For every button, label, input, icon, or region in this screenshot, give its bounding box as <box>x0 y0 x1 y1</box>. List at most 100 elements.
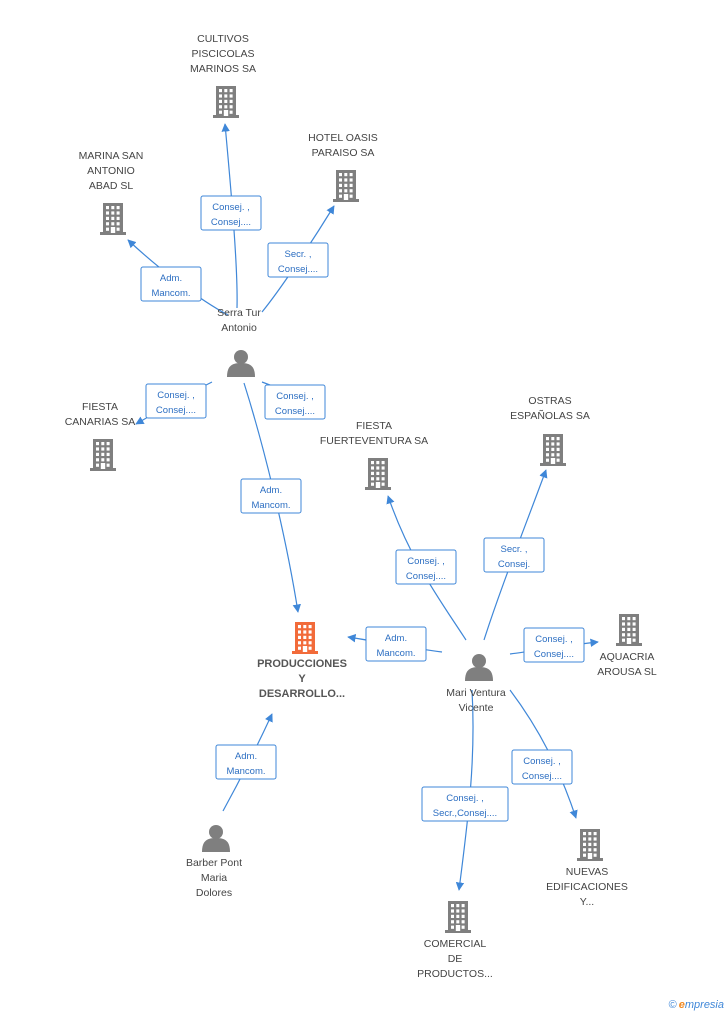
node-label: PRODUCTOS... <box>417 968 493 980</box>
edge-label-mari-ostras[interactable]: Secr. , Consej. <box>483 537 545 573</box>
building-icon <box>90 439 116 471</box>
edge-label-text: Consej.... <box>534 649 574 660</box>
node-aquacria[interactable]: AQUACRIA AROUSA SL <box>597 614 657 678</box>
person-icon <box>227 350 255 377</box>
node-label: Y <box>298 673 306 685</box>
edge-label-barber-producciones[interactable]: Adm.Mancom. <box>215 744 277 780</box>
node-nuevas[interactable]: NUEVAS EDIFICACIONES Y... <box>546 829 628 908</box>
edge-label-text: Consej.... <box>275 406 315 417</box>
node-label: FIESTA <box>82 401 118 413</box>
brand-logo-e: e <box>678 999 685 1011</box>
building-icon <box>577 829 603 861</box>
node-label: DESARROLLO... <box>259 688 345 700</box>
node-label: FIESTA <box>356 420 392 432</box>
node-label: Antonio <box>221 322 257 334</box>
node-label: ABAD SL <box>89 180 134 192</box>
edge-label-text: Adm. <box>385 633 407 644</box>
node-label: EDIFICACIONES <box>546 881 628 893</box>
node-marina[interactable]: MARINA SAN ANTONIO ABAD SL <box>79 150 144 235</box>
node-label: AQUACRIA <box>600 651 655 663</box>
node-label: CULTIVOS <box>197 33 249 45</box>
edge-label-serra-fuerteventura[interactable]: Consej. , Consej.... <box>264 384 326 420</box>
building-icon <box>445 901 471 933</box>
node-producciones[interactable]: PRODUCCIONES Y DESARROLLO... <box>257 622 347 700</box>
edge-label-serra-marina[interactable]: Adm. Mancom. <box>140 266 202 302</box>
building-icon <box>333 170 359 202</box>
node-label: Mari Ventura <box>446 687 506 699</box>
node-ostras[interactable]: OSTRAS ESPAÑOLAS SA <box>510 395 590 466</box>
edge-label-text: Consej. <box>498 559 530 570</box>
edge-label-text: Consej.... <box>406 571 446 582</box>
edge-label-text: Consej.... <box>211 217 251 228</box>
edge-label-mari-fuerteventura[interactable]: Consej. , Consej.... <box>395 549 457 585</box>
node-label: NUEVAS <box>566 866 608 878</box>
building-icon <box>100 203 126 235</box>
node-label: ESPAÑOLAS SA <box>510 409 590 422</box>
node-hotel[interactable]: HOTEL OASIS PARAISO SA <box>308 132 378 202</box>
edge-label-text: Adm. <box>160 273 182 284</box>
building-icon <box>292 622 318 654</box>
edge-label-mari-comercial[interactable]: Consej. , Secr.,Consej.... <box>421 786 509 822</box>
node-cultivos[interactable]: CULTIVOS PISCICOLAS MARINOS SA <box>190 33 256 118</box>
edge-label-text: Consej.... <box>156 405 196 416</box>
building-icon <box>540 434 566 466</box>
edge-label-text: Consej. , <box>276 391 314 402</box>
edge-label-text: Consej. , <box>446 793 484 804</box>
copyright-icon: © <box>668 999 677 1011</box>
person-icon <box>465 654 493 681</box>
edge-label-text: Consej. , <box>407 556 445 567</box>
edge-label-mari-nuevas[interactable]: Consej. , Consej.... <box>511 749 573 785</box>
edge-label-text: Adm. <box>260 485 282 496</box>
node-label: Dolores <box>196 887 232 899</box>
node-label: Vicente <box>459 702 494 714</box>
edge-label-serra-cultivos[interactable]: Consej. , Consej.... <box>200 195 262 231</box>
node-label: HOTEL OASIS <box>308 132 378 144</box>
node-label: Maria <box>201 872 227 884</box>
node-label: OSTRAS <box>528 395 571 407</box>
edge-label-text: Consej.... <box>522 771 562 782</box>
node-label: MARINA SAN <box>79 150 144 162</box>
node-label: MARINOS SA <box>190 63 256 75</box>
edge-label-text: Mancom. <box>251 500 290 511</box>
node-label: Y... <box>580 896 594 908</box>
edge-label-serra-canarias[interactable]: Consej. , Consej.... <box>145 383 207 419</box>
node-label: ANTONIO <box>87 165 135 177</box>
node-label: Barber Pont <box>186 857 242 869</box>
edge-label-text: Consej.... <box>278 264 318 275</box>
node-fuerteventura[interactable]: FIESTA FUERTEVENTURA SA <box>320 420 428 490</box>
node-canarias[interactable]: FIESTA CANARIAS SA <box>65 401 136 471</box>
brand-name: mpresia <box>684 999 724 1011</box>
node-label: AROUSA SL <box>597 666 657 678</box>
person-icon <box>202 825 230 852</box>
edge-label-text: Mancom. <box>151 288 190 299</box>
node-label: CANARIAS SA <box>65 416 136 428</box>
edge-label-text: Consej. , <box>535 634 573 645</box>
node-label: PRODUCCIONES <box>257 658 347 670</box>
node-label: PISCICOLAS <box>191 48 254 60</box>
node-label: Serra Tur <box>217 307 261 319</box>
edge-label-mari-producciones[interactable]: Adm. Mancom. <box>365 626 427 662</box>
edge-label-text: Mancom. <box>376 648 415 659</box>
node-label: PARAISO SA <box>312 147 375 159</box>
edge-label-text: Consej. , <box>157 390 195 401</box>
edge-label-text: Secr. , <box>501 544 528 555</box>
edge-label-text: Consej. , <box>212 202 250 213</box>
building-icon <box>616 614 642 646</box>
node-label: DE <box>448 953 463 965</box>
edge-label-text: Consej. , <box>523 756 561 767</box>
edge-label-mari-aquacria[interactable]: Consej. , Consej.... <box>523 627 585 663</box>
edge-label-serra-producciones[interactable]: Adm. Mancom. <box>240 478 302 514</box>
edge-label-serra-hotel[interactable]: Secr. , Consej.... <box>267 242 329 278</box>
edge-label-text: Secr.,Consej.... <box>433 808 497 819</box>
node-label: FUERTEVENTURA SA <box>320 435 428 447</box>
edge-label-text: Adm. <box>235 751 257 762</box>
brand-footer: ©empresia <box>669 999 724 1011</box>
building-icon <box>365 458 391 490</box>
node-comercial[interactable]: COMERCIALDEPRODUCTOS... <box>417 901 493 980</box>
building-icon <box>213 86 239 118</box>
edge-label-text: Secr. , <box>285 249 312 260</box>
